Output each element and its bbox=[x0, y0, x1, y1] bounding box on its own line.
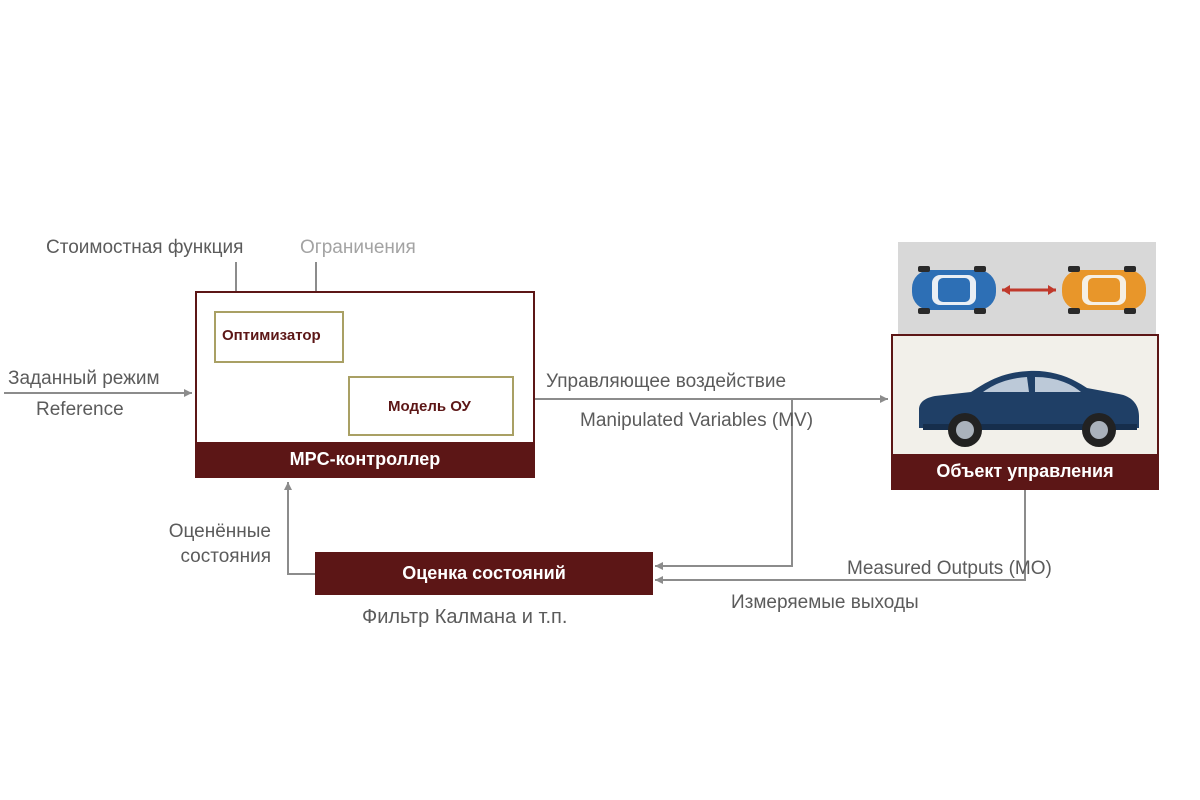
plant-illustration bbox=[898, 242, 1156, 334]
sedan-car-icon bbox=[919, 370, 1139, 447]
mv-feedback-line bbox=[655, 399, 793, 570]
distance-arrow-icon bbox=[1002, 285, 1056, 295]
estimated-states-line bbox=[284, 482, 315, 575]
orange-car-icon bbox=[1062, 266, 1146, 314]
plant-block: Объект управления bbox=[891, 334, 1159, 490]
estimator-subtitle: Фильтр Калмана и т.п. bbox=[362, 606, 568, 628]
model-block: Модель ОУ bbox=[348, 376, 514, 436]
measured-outputs-en-label: Measured Outputs (MO) bbox=[847, 558, 1052, 579]
estimated-states-label: Оценённые состояния bbox=[168, 521, 271, 567]
setpoint-label: Заданный режим bbox=[8, 368, 160, 389]
blue-car-icon bbox=[912, 266, 996, 314]
manipulated-variables-label: Manipulated Variables (MV) bbox=[580, 410, 814, 431]
plant-title: Объект управления bbox=[893, 454, 1157, 488]
state-estimator-block: Оценка состояний bbox=[315, 552, 653, 595]
optimizer-block: Оптимизатор bbox=[214, 311, 344, 363]
control-action-label: Управляющее воздействие bbox=[546, 371, 787, 392]
measured-outputs-line bbox=[655, 490, 1026, 584]
reference-label: Reference bbox=[36, 399, 124, 420]
cost-function-label: Стоимостная функция bbox=[46, 237, 244, 258]
constraints-label: Ограничения bbox=[300, 237, 416, 258]
mpc-controller-title: MPC-контроллер bbox=[197, 442, 533, 476]
measured-outputs-ru-label: Измеряемые выходы bbox=[731, 592, 919, 613]
